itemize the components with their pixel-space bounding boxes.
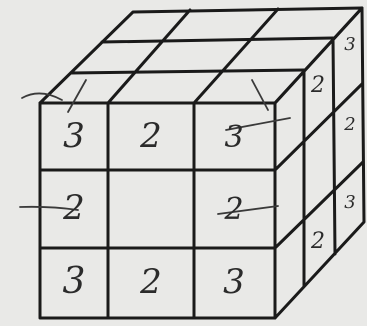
- front-cell-0-1-label: 2: [139, 116, 162, 156]
- right-cell-0-0-label: 2: [310, 73, 325, 98]
- front-cell-1-0-label: 2: [62, 188, 85, 228]
- right-cell-0-1-label: 3: [344, 34, 355, 55]
- front-cell-0-2-label: 3: [224, 120, 243, 155]
- front-cell-2-0-label: 3: [63, 261, 86, 302]
- right-cell-2-0-label: 2: [310, 229, 325, 254]
- right-cell-2-1-label: 3: [344, 192, 355, 213]
- right-cell-1-1-label: 2: [343, 114, 355, 135]
- front-cell-1-2-label: 2: [223, 192, 243, 227]
- front-cell-0-0-label: 3: [63, 116, 85, 156]
- front-cell-2-1-label: 2: [139, 262, 162, 302]
- front-cell-2-2-label: 3: [223, 262, 245, 302]
